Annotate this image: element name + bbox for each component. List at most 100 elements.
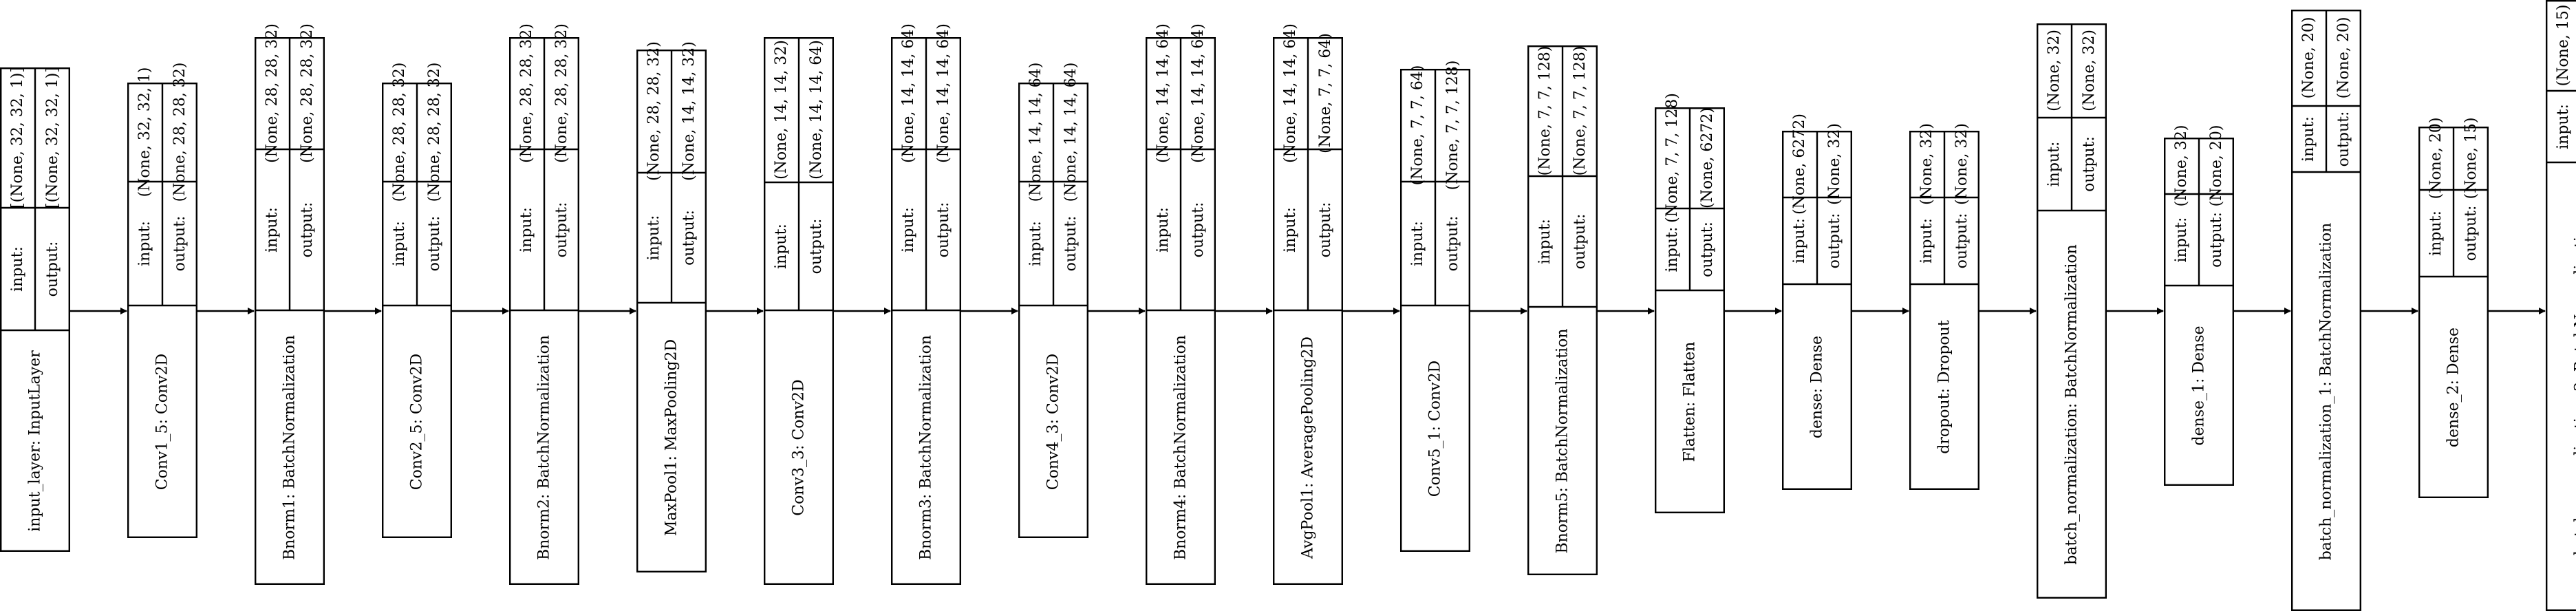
layer-name: Conv5_1: Conv2D xyxy=(1427,361,1444,497)
output-shape: (None, 28, 28, 32) xyxy=(171,63,189,202)
input-label: input: xyxy=(900,207,917,253)
output-shape: (None, 14, 14, 64) xyxy=(808,40,825,180)
input-label: input: xyxy=(391,221,408,266)
layer-name: Conv4_3: Conv2D xyxy=(1045,354,1062,490)
output-shape: (None, 32) xyxy=(2081,30,2098,111)
layer-name: dense: Dense xyxy=(1809,336,1826,438)
layer-name: Conv1_5: Conv2D xyxy=(154,354,171,490)
output-shape: (None, 28, 28, 32) xyxy=(426,63,443,202)
input-label: input: xyxy=(136,221,153,266)
input-label: input: xyxy=(1918,218,1935,264)
output-shape: (None, 14, 14, 32) xyxy=(680,41,698,181)
layer-name: Conv2_5: Conv2D xyxy=(409,354,426,490)
layer-box xyxy=(636,49,707,572)
layer-node: input_layer: InputLayerinput:output:[(No… xyxy=(0,67,70,552)
input-shape: (None, 14, 14, 64) xyxy=(1282,23,1299,163)
output-label: output: xyxy=(44,242,61,297)
layer-node: batch_normalization_2: BatchNormalizatio… xyxy=(2545,0,2576,611)
input-shape: (None, 14, 14, 32) xyxy=(773,40,790,180)
layer-name: Bnorm2: BatchNormalization xyxy=(536,335,553,560)
output-label: output: xyxy=(680,210,698,266)
input-label: input: xyxy=(518,207,535,253)
output-label: output: xyxy=(2081,136,2098,192)
output-label: output: xyxy=(171,216,189,272)
layer-node: Bnorm2: BatchNormalization input: output: (… xyxy=(509,23,580,585)
output-label: output: xyxy=(2462,206,2480,261)
output-shape: (None, 7, 7, 128) xyxy=(1571,46,1589,176)
output-label: output: xyxy=(299,202,316,258)
input-shape: (None, 28, 28, 32) xyxy=(391,63,408,202)
output-label: output: xyxy=(553,202,570,258)
output-shape: (None, 20) xyxy=(2335,17,2352,99)
layer-name: batch_normalization: BatchNormalization xyxy=(2063,244,2081,565)
input-shape: (None, 32, 32, 1) xyxy=(136,67,153,197)
input-label: input: xyxy=(773,224,790,269)
layer-name: dropout: Dropout xyxy=(1936,320,1953,453)
output-label: output: xyxy=(1190,202,1207,258)
input-shape: (None, 20) xyxy=(2300,17,2317,99)
output-label: output: xyxy=(1062,216,1080,272)
layer-node: MaxPool1: MaxPooling2Dinput:output:(None… xyxy=(636,41,707,572)
output-shape: (None, 7, 7, 64) xyxy=(1317,33,1334,153)
layer-name: Flatten: Flatten xyxy=(1682,342,1699,462)
input-label: input: xyxy=(1664,227,1681,272)
output-shape: (None, 14, 14, 64) xyxy=(1062,63,1080,202)
input-label: input: xyxy=(2173,217,2190,263)
layer-name: batch_normalization_2: BatchNormalizatio… xyxy=(2573,218,2576,556)
output-label: output: xyxy=(1444,216,1461,272)
input-label: input: xyxy=(2427,211,2445,256)
output-label: output: xyxy=(935,202,952,258)
input-shape: (None, 32) xyxy=(1918,123,1935,205)
input-shape: (None, 20) xyxy=(2427,118,2445,200)
layer-name: Bnorm3: BatchNormalization xyxy=(918,335,935,560)
output-label: output: xyxy=(1571,214,1589,270)
input-label: input: xyxy=(2555,104,2572,149)
output-shape: (None, 6272) xyxy=(1699,107,1716,208)
input-shape: (None, 7, 7, 128) xyxy=(1664,93,1681,223)
layer-name: dense_2: Dense xyxy=(2445,328,2462,447)
layer-name: Conv3_3: Conv2D xyxy=(791,379,808,515)
input-shape: (None, 7, 7, 128) xyxy=(1536,46,1554,176)
layer-node: Conv2_5: Conv2D input: output: (None, 28, 2… xyxy=(382,63,453,538)
layer-name: input_layer: InputLayer xyxy=(27,350,44,532)
layer-node: Conv4_3: Conv2D input: output: (None, 14, 1… xyxy=(1018,63,1088,538)
input-shape: (None, 32) xyxy=(2173,125,2190,207)
output-shape: [(None, 32, 32, 1)] xyxy=(44,67,61,208)
output-label: output: xyxy=(1699,222,1716,277)
layer-node: Bnorm1: BatchNormalizationinput:output:(… xyxy=(255,23,325,585)
output-shape: (None, 32) xyxy=(1826,123,1843,205)
output-shape: (None, 32) xyxy=(1953,123,1971,205)
input-label: input: xyxy=(1027,221,1044,266)
output-shape: (None, 28, 28, 32) xyxy=(299,23,316,163)
layer-name: AvgPool1: AveragePooling2D xyxy=(1300,336,1317,559)
input-shape: (None, 28, 28, 32) xyxy=(518,23,535,163)
input-label: input: xyxy=(645,215,663,261)
input-label: input: xyxy=(2046,142,2063,187)
layer-box xyxy=(2545,0,2576,611)
input-shape: (None, 28, 28, 32) xyxy=(645,41,663,181)
input-shape: (None, 7, 7, 64) xyxy=(1409,65,1426,186)
input-shape: (None, 14, 14, 64) xyxy=(1027,63,1044,202)
output-label: output: xyxy=(1317,202,1334,258)
output-shape: (None, 20) xyxy=(2208,125,2225,207)
layer-name: Bnorm4: BatchNormalization xyxy=(1172,335,1190,560)
input-label: input: xyxy=(1155,207,1172,253)
layer-node: Flatten: Flatten input: output: (None, 7, 7… xyxy=(1654,93,1725,513)
output-label: output: xyxy=(2208,212,2225,268)
layer-node: Bnorm3: BatchNormalization input: output: (… xyxy=(890,23,961,585)
layer-node: AvgPool1: AveragePooling2Dinput:output:(… xyxy=(1272,23,1343,585)
input-shape: (None, 32) xyxy=(2046,30,2063,111)
input-label: input: xyxy=(1536,219,1554,264)
layer-node: Conv3_3: Conv2D input: output: (None, 14, 1… xyxy=(763,37,834,585)
output-label: output: xyxy=(808,219,825,275)
output-label: output: xyxy=(1826,213,1843,269)
layer-node: Bnorm5: BatchNormalizationinput:output:(… xyxy=(1527,45,1598,575)
output-shape: (None, 14, 14, 64) xyxy=(935,23,952,163)
output-label: output: xyxy=(426,216,443,272)
input-label: input: xyxy=(1791,218,1808,264)
layer-node: batch_normalization_1: BatchNormalizatio… xyxy=(2290,9,2361,611)
